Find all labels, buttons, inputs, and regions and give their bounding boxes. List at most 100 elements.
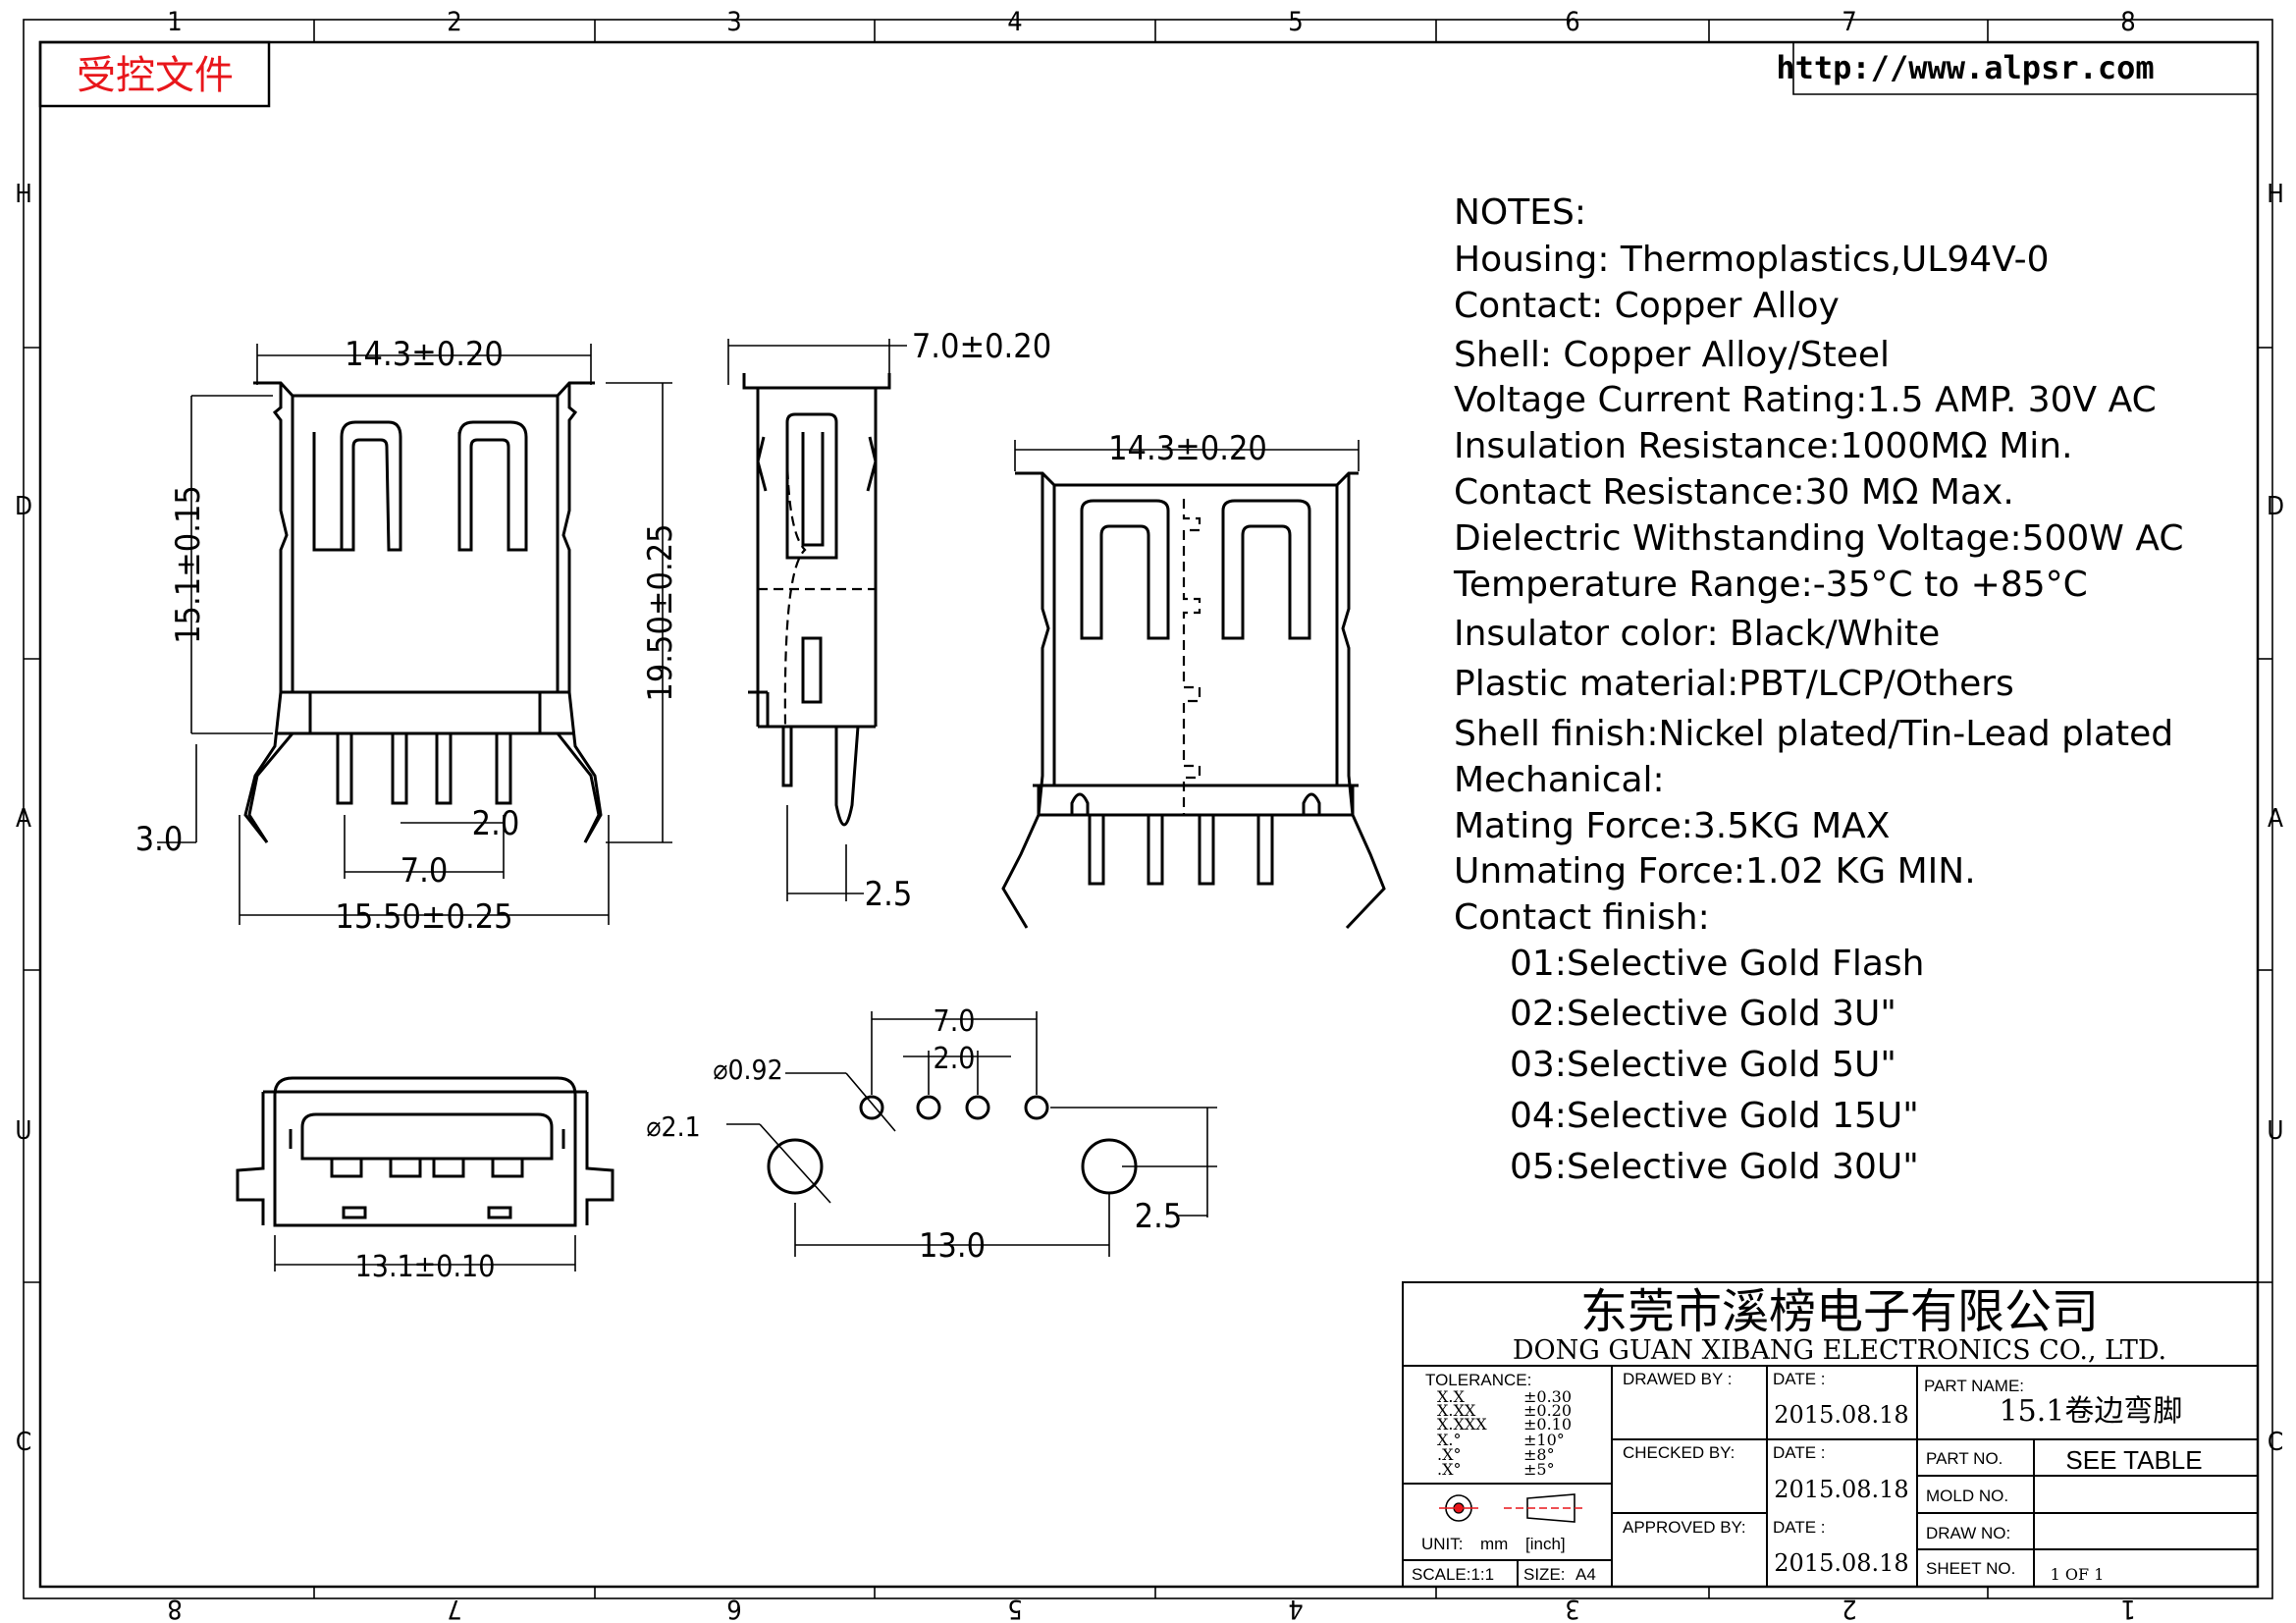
footprint-peg-span-dim: 13.0: [919, 1226, 986, 1266]
footprint-span-dim: 7.0: [934, 1004, 976, 1039]
size-label: SIZE:: [1523, 1565, 1566, 1584]
footprint-big-hole-dim: ⌀2.1: [646, 1110, 700, 1143]
finish-line: 01:Selective Gold Flash: [1510, 944, 1924, 984]
zone-left-U: U: [15, 1116, 31, 1146]
date-label: DATE :: [1773, 1370, 1826, 1388]
zone-top-6: 6: [1565, 7, 1579, 37]
finish-line: 02:Selective Gold 3U": [1510, 994, 1896, 1034]
draw-no-label: DRAW NO:: [1926, 1524, 2010, 1542]
note-line: Mechanical:: [1454, 760, 1665, 800]
note-line: Dielectric Withstanding Voltage:500W AC: [1454, 518, 2183, 559]
date-drawn: 2015.08.18: [1774, 1401, 1908, 1429]
front-offset-dim: 3.0: [135, 820, 184, 859]
tolerance-value: ±5°: [1523, 1460, 1555, 1479]
tolerance-key: .X°: [1437, 1460, 1461, 1479]
projection-symbol-icon: [1439, 1493, 1582, 1523]
sheet-no-value: 1 OF 1: [2051, 1565, 2105, 1584]
unit-alt: [inch]: [1525, 1535, 1566, 1553]
notes-block: NOTES: Housing: Thermoplastics,UL94V-0 C…: [1453, 192, 2183, 1187]
note-line: Unmating Force:1.02 KG MIN.: [1454, 851, 1976, 892]
tolerance-value: ±10°: [1523, 1431, 1565, 1449]
front-pin-span-dim: 7.0: [400, 851, 449, 891]
rear-width-dim: 14.3±0.20: [1108, 429, 1267, 468]
part-name-value: 15.1卷边弯脚: [2000, 1394, 2183, 1429]
tolerance-key: .X°: [1437, 1445, 1461, 1464]
company-name-en: DONG GUAN XIBANG ELECTRONICS CO., LTD.: [1513, 1335, 2166, 1366]
note-line: Plastic material:PBT/LCP/Others: [1454, 664, 2014, 704]
zone-bottom-8: 8: [167, 1594, 182, 1623]
zone-left-A: A: [16, 804, 31, 834]
unit-label: UNIT:: [1421, 1535, 1464, 1553]
part-no-value: SEE TABLE: [2065, 1445, 2202, 1475]
side-view: 7.0±0.20 2.5: [727, 327, 1051, 914]
note-line: Insulation Resistance:1000MΩ Min.: [1454, 426, 2073, 466]
tolerance-key: X.XXX: [1437, 1415, 1487, 1434]
part-no-label: PART NO.: [1926, 1449, 2002, 1468]
side-width-dim: 7.0±0.20: [912, 327, 1051, 366]
note-line: Insulator color: Black/White: [1454, 614, 1940, 654]
note-line: Housing: Thermoplastics,UL94V-0: [1454, 240, 2050, 280]
note-line: Contact Resistance:30 MΩ Max.: [1454, 472, 2014, 513]
front-height-left-dim: 15.1±0.15: [169, 485, 208, 644]
front-width-top-dim: 14.3±0.20: [345, 335, 504, 374]
face-width-dim: 13.1±0.10: [355, 1250, 496, 1284]
zone-labels-bottom: 8 7 6 5 4 3 2 1: [167, 1594, 2135, 1623]
checked-by-label: CHECKED BY:: [1623, 1443, 1735, 1462]
scale-label: SCALE:1:1: [1412, 1565, 1494, 1584]
footprint-pitch-dim: 2.0: [934, 1042, 976, 1076]
zone-right-A: A: [2268, 804, 2283, 834]
zone-left-D: D: [15, 492, 32, 521]
note-line: Shell: Copper Alloy/Steel: [1454, 335, 1890, 375]
zone-right-D: D: [2267, 492, 2284, 521]
note-line: Contact: Copper Alloy: [1454, 286, 1840, 326]
note-line: Mating Force:3.5KG MAX: [1454, 806, 1890, 846]
footprint-peg-offset-dim: 2.5: [1135, 1197, 1183, 1236]
front-height-right-dim: 19.50±0.25: [641, 523, 680, 701]
controlled-doc-stamp: 受控文件: [38, 40, 271, 108]
zone-labels-side: H D A U C H D A U C: [15, 180, 2284, 1457]
zone-bottom-1: 1: [2120, 1594, 2135, 1623]
front-pitch-dim: 2.0: [472, 804, 520, 843]
zone-labels: 1 2 3 4 5 6 7 8: [167, 7, 2135, 37]
zone-bottom-3: 3: [1565, 1594, 1579, 1623]
notes-title: NOTES:: [1454, 192, 1586, 233]
tolerance-key: X.X: [1437, 1387, 1465, 1406]
zone-top-4: 4: [1007, 7, 1022, 37]
zone-left-C: C: [16, 1428, 31, 1457]
zone-bottom-4: 4: [1288, 1594, 1303, 1623]
part-name-label: PART NAME:: [1924, 1377, 2024, 1395]
note-line: Temperature Range:-35°C to +85°C: [1453, 565, 2088, 605]
zone-top-8: 8: [2120, 7, 2135, 37]
tolerance-value: ±0.10: [1523, 1415, 1572, 1434]
zone-top-1: 1: [167, 7, 182, 37]
date-approved: 2015.08.18: [1774, 1549, 1908, 1577]
unit-value: mm: [1480, 1535, 1508, 1553]
tolerance-value: ±0.20: [1523, 1401, 1572, 1420]
url-text: http://www.alpsr.com: [1776, 49, 2154, 86]
zone-bottom-5: 5: [1007, 1594, 1022, 1623]
finish-line: 05:Selective Gold 30U": [1510, 1147, 1919, 1187]
footprint-small-hole-dim: ⌀0.92: [713, 1054, 782, 1086]
drawn-by-label: DRAWED BY :: [1623, 1370, 1732, 1388]
zone-top-5: 5: [1288, 7, 1303, 37]
size-value: A4: [1575, 1565, 1596, 1584]
finish-line: 03:Selective Gold 5U": [1510, 1045, 1896, 1085]
rear-view: 14.3±0.20: [1001, 429, 1386, 930]
zone-top-7: 7: [1842, 7, 1856, 37]
zone-right-H: H: [2267, 180, 2284, 209]
note-line: Shell finish:Nickel plated/Tin-Lead plat…: [1454, 714, 2173, 754]
note-line: Voltage Current Rating:1.5 AMP. 30V AC: [1454, 380, 2157, 420]
zone-bottom-7: 7: [447, 1594, 461, 1623]
url-box: http://www.alpsr.com: [1776, 42, 2258, 95]
date-checked: 2015.08.18: [1774, 1476, 1908, 1503]
zone-top-3: 3: [726, 7, 741, 37]
pcb-footprint: 7.0 2.0 ⌀0.92 ⌀2.1 13.0 2.5: [646, 1004, 1217, 1266]
date-label: DATE :: [1773, 1443, 1826, 1462]
zone-top-2: 2: [447, 7, 461, 37]
company-name-cn: 东莞市溪榜电子有限公司: [1580, 1284, 2099, 1339]
note-line: Contact finish:: [1454, 897, 1710, 938]
tolerance-value: ±8°: [1523, 1445, 1555, 1464]
side-pin-offset-dim: 2.5: [865, 875, 913, 914]
finish-line: 04:Selective Gold 15U": [1510, 1096, 1919, 1136]
tolerance-key: X.XX: [1437, 1401, 1476, 1420]
